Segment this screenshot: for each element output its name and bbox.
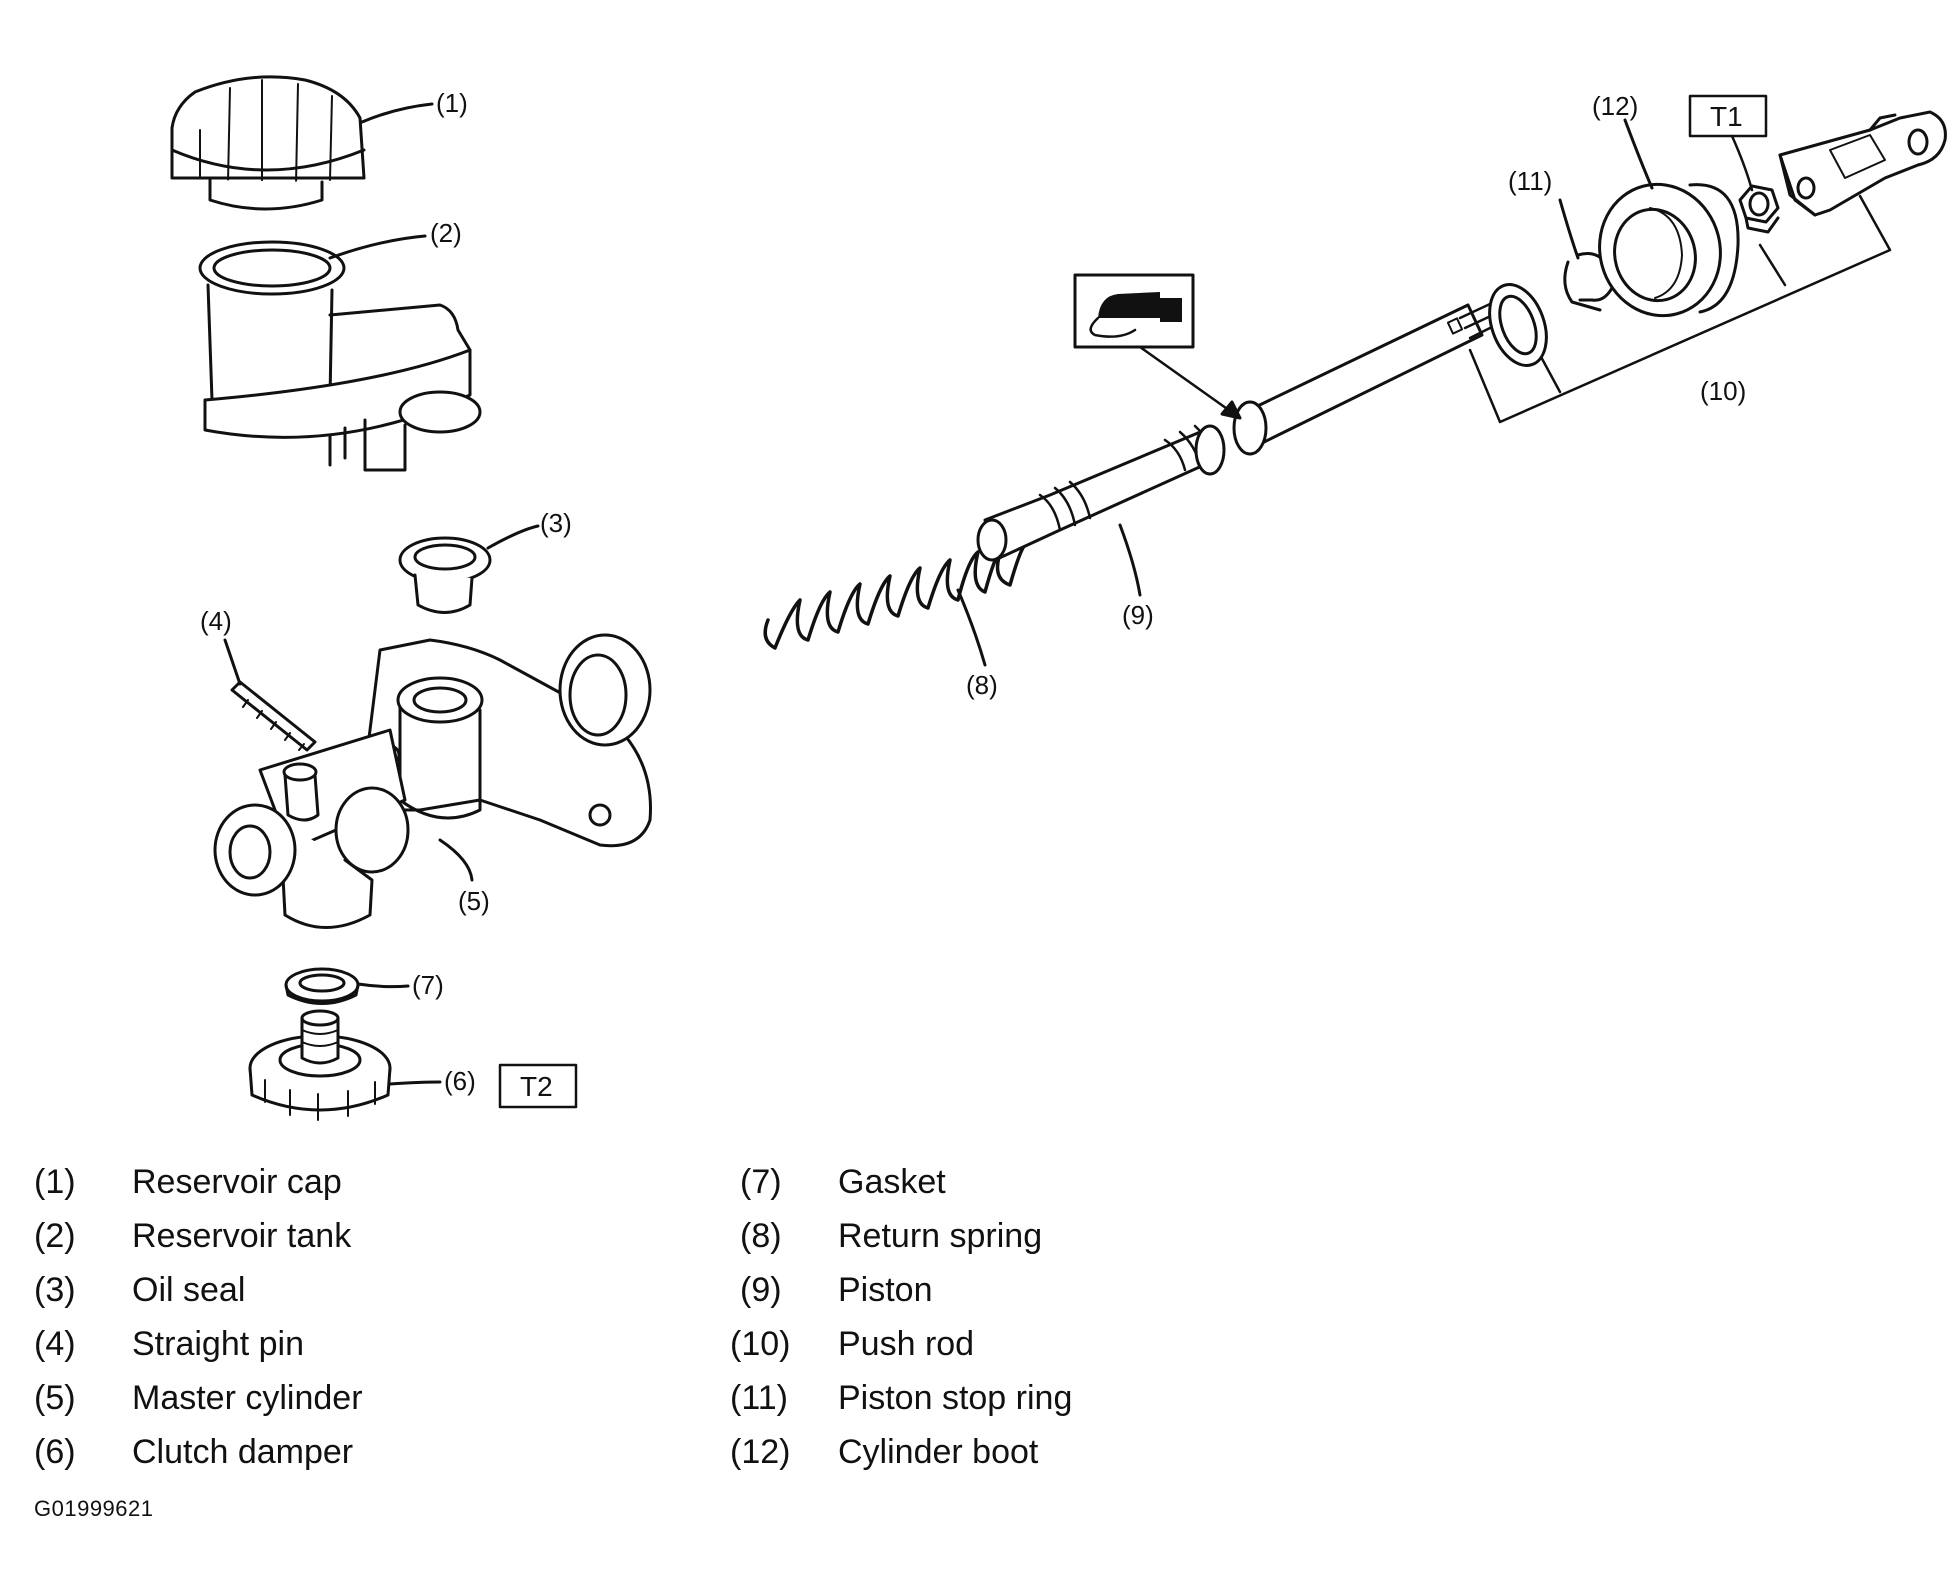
legend-label: Push rod — [838, 1325, 975, 1363]
callout-leader-7 — [356, 982, 410, 989]
legend-label: Master cylinder — [132, 1379, 363, 1417]
legend-label: Cylinder boot — [838, 1433, 1039, 1471]
callout-9: (9) — [1122, 600, 1154, 630]
master-cylinder — [213, 633, 652, 929]
legend-number: (6) — [34, 1433, 76, 1471]
legend-number: (10) — [730, 1325, 791, 1363]
legend-label: Clutch damper — [132, 1433, 354, 1471]
callout-leader-5 — [438, 838, 474, 882]
callout-5: (5) — [458, 886, 490, 916]
reservoir-tank — [198, 240, 482, 472]
legend-label: Oil seal — [132, 1271, 246, 1309]
legend-label: Piston — [838, 1271, 933, 1309]
clutch-damper — [248, 1009, 392, 1121]
callout-3: (3) — [540, 508, 572, 538]
exploded-view-diagram: (1) (2) (3) (4) — [170, 75, 1947, 1121]
callout-leader-12 — [1623, 118, 1654, 190]
callout-leader-3 — [486, 524, 540, 550]
callout-leader-2 — [328, 234, 427, 260]
legend-label: Reservoir tank — [132, 1217, 352, 1255]
straight-pin — [230, 680, 317, 752]
callout-leader-6 — [388, 1080, 442, 1086]
legend-number: (3) — [34, 1271, 76, 1309]
cylinder-boot — [1598, 182, 1740, 318]
parts-legend: (1) Reservoir cap (2) Reservoir tank (3)… — [0, 1150, 1954, 1490]
torque-tag-t2-box — [498, 1063, 578, 1109]
torque-tag-t2: T2 — [520, 1071, 553, 1102]
legend-number: (1) — [34, 1163, 76, 1201]
push-rod — [1232, 302, 1500, 456]
legend-number: (4) — [34, 1325, 76, 1363]
callout-leader-8 — [956, 588, 987, 667]
piston — [976, 424, 1226, 562]
legend-label: Return spring — [838, 1217, 1043, 1255]
legend-number: (8) — [740, 1217, 782, 1255]
gasket — [284, 967, 360, 1005]
callout-8: (8) — [966, 670, 998, 700]
legend-label: Gasket — [838, 1163, 946, 1201]
callout-10: (10) — [1700, 376, 1746, 406]
legend-number: (9) — [740, 1271, 782, 1309]
oil-seal — [398, 536, 492, 614]
grease-arrowhead — [1220, 400, 1242, 420]
legend-number: (11) — [730, 1379, 788, 1417]
legend-label: Reservoir cap — [132, 1163, 342, 1201]
callout-2: (2) — [430, 218, 462, 248]
callout-leader-11 — [1558, 198, 1580, 260]
push-rod-bracket — [1468, 194, 1892, 424]
legend-number: (2) — [34, 1217, 76, 1255]
torque-tag-t1: T1 — [1710, 101, 1743, 132]
callout-leader-1 — [360, 102, 434, 124]
callout-leader-4 — [223, 638, 242, 686]
legend-number: (12) — [730, 1433, 791, 1471]
lock-nut — [1738, 184, 1780, 234]
piston-stop-ring — [1488, 252, 1617, 367]
callout-1: (1) — [436, 88, 468, 118]
figure-code: G01999621 — [34, 1496, 154, 1521]
torque-tag-t1-box — [1688, 94, 1768, 138]
grease-leader — [1138, 345, 1242, 420]
callout-4: (4) — [200, 606, 232, 636]
return-spring — [763, 543, 1027, 650]
grease-gun-icon — [1073, 273, 1195, 349]
legend-label: Straight pin — [132, 1325, 304, 1363]
legend-number: (7) — [740, 1163, 782, 1201]
callout-7: (7) — [412, 970, 444, 1000]
reservoir-cap — [170, 75, 366, 211]
legend-label: Piston stop ring — [838, 1379, 1073, 1417]
callout-leader-9 — [1118, 523, 1142, 597]
callout-12: (12) — [1592, 91, 1638, 121]
legend-number: (5) — [34, 1379, 76, 1417]
callout-11: (11) — [1508, 166, 1552, 196]
torque-tag-t1-leader — [1730, 134, 1754, 192]
clevis — [1778, 110, 1947, 217]
callout-6: (6) — [444, 1066, 476, 1096]
